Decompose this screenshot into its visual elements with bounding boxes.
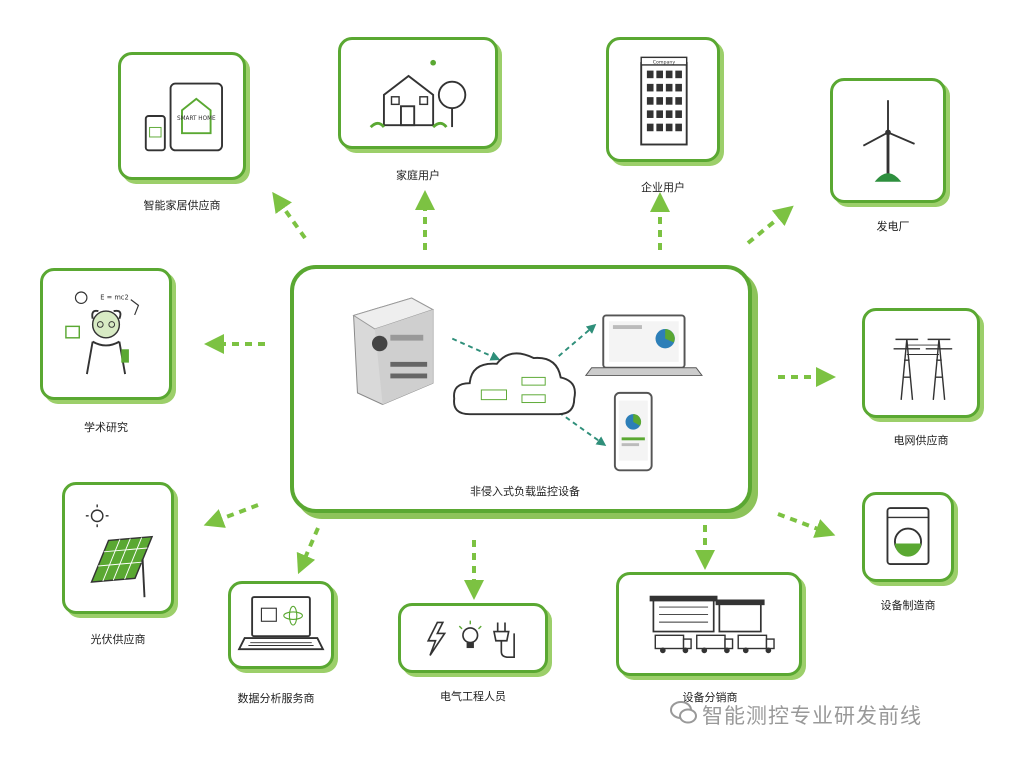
node-data-service-card [228,581,334,669]
node-appliance-label: 设备制造商 [880,599,936,612]
washing-machine-icon [886,507,930,565]
node-enterprise-card: Company [606,37,720,162]
arrow-to-data-service [296,527,320,575]
node-power-plant-label: 发电厂 [876,220,910,233]
nilm-system-illustration [352,297,703,472]
electrician-tools-icon [426,620,515,659]
laptop-icon [584,314,703,376]
solar-panel-icon [85,504,154,598]
scientist-icon: E = mc2 [65,291,140,375]
node-distributor-card [616,572,802,676]
house-icon [369,59,467,129]
node-appliance-card [862,492,954,582]
arrow-to-solar [203,503,259,528]
node-electrician-card [398,603,548,673]
wechat-icon [670,701,697,724]
smart-home-screen-text: SMART HOME [177,116,216,122]
cloud-icon [453,352,576,416]
office-building-icon: Company [640,56,688,146]
node-smart-home-card: SMART HOME [118,52,246,180]
node-household-card [338,37,498,149]
power-tower-icon [893,338,953,400]
node-academic-label: 学术研究 [84,421,128,434]
wind-turbine-icon [862,100,915,182]
arrow-to-appliance [777,512,836,538]
building-sign-text: Company [653,60,676,66]
node-household-label: 家庭用户 [396,169,440,182]
node-grid-label: 电网供应商 [893,434,949,447]
node-academic-card: E = mc2 [40,268,172,400]
node-distributor-label: 设备分销商 [682,691,738,704]
arrow-to-power-plant [746,205,794,245]
node-data-service-label: 数据分析服务商 [237,692,315,705]
laptop-icon [237,596,325,651]
center-label: 非侵入式负载监控设备 [470,485,580,498]
tablet-phone-icon: SMART HOME [144,82,223,152]
din-rail-device-icon [352,297,435,406]
node-solar-label: 光伏供应商 [90,633,146,646]
node-solar-card [62,482,174,614]
center-device-card: 非侵入式负载监控设备 [290,265,752,513]
node-power-plant-card [830,78,946,203]
formula-text: E = mc2 [100,294,128,302]
building-windows [646,70,682,132]
node-smart-home-label: 智能家居供应商 [143,199,221,212]
smartphone-icon [613,391,653,472]
node-enterprise-label: 企业用户 [641,181,685,194]
arrow-to-smart-home [272,191,307,240]
watermark-text: 智能测控专业研发前线 [702,704,922,728]
warehouse-trucks-icon [649,595,775,654]
node-grid-card [862,308,980,418]
node-electrician-label: 电气工程人员 [440,690,506,703]
